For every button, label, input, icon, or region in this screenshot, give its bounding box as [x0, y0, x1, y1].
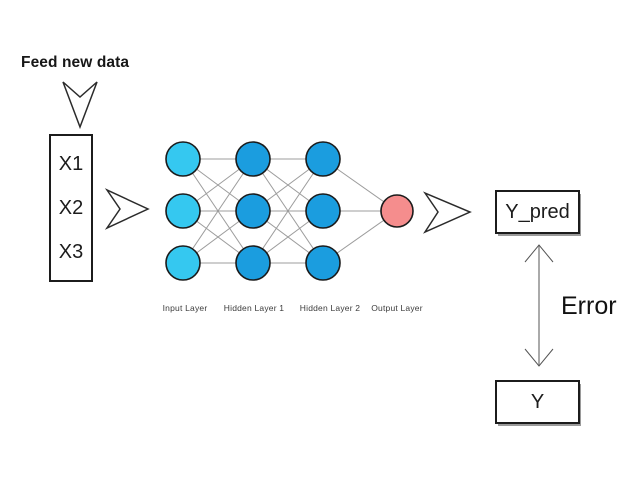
down-arrow-icon [62, 81, 98, 130]
network-node [235, 141, 271, 177]
feed-new-data-label: Feed new data [21, 54, 130, 71]
input-x1-label: X1 [58, 152, 84, 175]
y-actual-label: Y [530, 390, 545, 413]
input-x3-label: X3 [58, 240, 84, 263]
y-actual-box: Y [495, 380, 580, 424]
network-node [165, 193, 201, 229]
network-edge [252, 158, 324, 264]
neural-network [165, 141, 414, 281]
network-node [305, 141, 341, 177]
hidden-layer-2-label: Hidden Layer 2 [299, 303, 361, 313]
input-x2-label: X2 [58, 196, 84, 219]
error-double-arrow-icon [524, 244, 554, 367]
error-label: Error [561, 292, 617, 320]
network-node [165, 141, 201, 177]
y-pred-label: Y_pred [505, 200, 570, 223]
output-layer-label: Output Layer [371, 303, 423, 313]
network-node [380, 194, 414, 228]
right-arrow-icon [422, 191, 472, 234]
network-node [165, 245, 201, 281]
y-pred-box: Y_pred [495, 190, 580, 234]
network-node [235, 245, 271, 281]
network-node [235, 193, 271, 229]
network-node [305, 193, 341, 229]
input-data-box: X1 X2 X3 [49, 134, 93, 282]
input-layer-label: Input Layer [162, 303, 208, 313]
network-node [305, 245, 341, 281]
hidden-layer-1-label: Hidden Layer 1 [223, 303, 285, 313]
network-edge [182, 158, 254, 264]
right-arrow-icon [104, 188, 150, 230]
